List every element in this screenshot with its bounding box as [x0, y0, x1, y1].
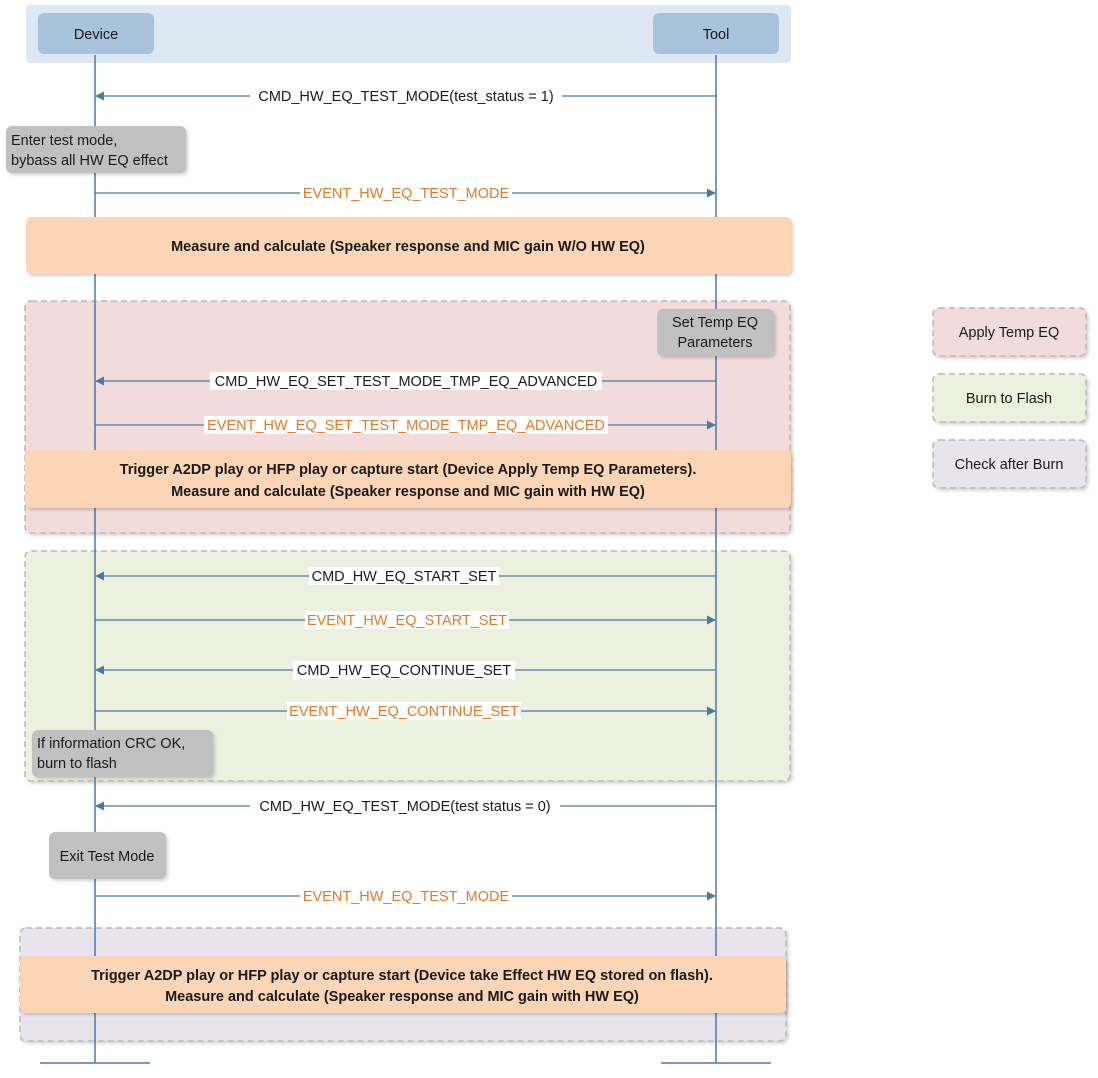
participant-device: Device: [38, 13, 154, 54]
message-event-continue-set: EVENT_HW_EQ_CONTINUE_SET: [95, 702, 716, 720]
action-text: Measure and calculate (Speaker response …: [171, 239, 645, 255]
message-cmd-test-mode-on: CMD_HW_EQ_TEST_MODE(test_status = 1): [95, 87, 716, 105]
note-line: Exit Test Mode: [60, 849, 155, 865]
message-label: CMD_HW_EQ_TEST_MODE(test_status = 1): [258, 89, 553, 105]
note-line: Parameters: [678, 335, 753, 351]
legend-label: Check after Burn: [955, 457, 1064, 473]
participant-device-label: Device: [74, 27, 118, 43]
message-label: CMD_HW_EQ_START_SET: [312, 569, 497, 585]
message-event-test-mode: EVENT_HW_EQ_TEST_MODE: [95, 184, 716, 202]
note-exit-test-mode: Exit Test Mode: [49, 832, 166, 879]
legend-label: Burn to Flash: [966, 391, 1052, 407]
message-label: EVENT_HW_EQ_START_SET: [307, 613, 507, 629]
message-label: EVENT_HW_EQ_CONTINUE_SET: [289, 704, 519, 720]
action-text: Trigger A2DP play or HFP play or capture…: [91, 968, 713, 984]
action-text: Measure and calculate (Speaker response …: [171, 484, 645, 500]
message-event-set-tmp-eq: EVENT_HW_EQ_SET_TEST_MODE_TMP_EQ_ADVANCE…: [95, 416, 716, 434]
legend-check-after-burn: Check after Burn: [932, 439, 1087, 489]
note-line: Set Temp EQ: [672, 315, 758, 331]
note-line: bybass all HW EQ effect: [11, 153, 168, 169]
note-line: burn to flash: [37, 756, 117, 772]
message-label: CMD_HW_EQ_SET_TEST_MODE_TMP_EQ_ADVANCED: [215, 374, 597, 390]
action-text: Measure and calculate (Speaker response …: [165, 989, 639, 1005]
legend-label: Apply Temp EQ: [959, 325, 1059, 341]
participant-tool: Tool: [653, 13, 779, 54]
note-enter-test-mode: Enter test mode, bybass all HW EQ effect: [6, 126, 186, 173]
message-cmd-test-mode-off: CMD_HW_EQ_TEST_MODE(test status = 0): [95, 797, 716, 815]
legend-apply-temp-eq: Apply Temp EQ: [932, 307, 1087, 357]
header-band: [26, 5, 791, 63]
action-trigger-temp-eq: Trigger A2DP play or HFP play or capture…: [25, 450, 791, 508]
message-cmd-set-tmp-eq: CMD_HW_EQ_SET_TEST_MODE_TMP_EQ_ADVANCED: [95, 372, 716, 390]
message-cmd-continue-set: CMD_HW_EQ_CONTINUE_SET: [95, 661, 716, 679]
message-label: EVENT_HW_EQ_TEST_MODE: [303, 889, 510, 905]
message-label: CMD_HW_EQ_TEST_MODE(test status = 0): [259, 799, 550, 815]
message-event-start-set: EVENT_HW_EQ_START_SET: [95, 611, 716, 629]
message-label: EVENT_HW_EQ_SET_TEST_MODE_TMP_EQ_ADVANCE…: [207, 418, 605, 434]
action-measure-without-eq: Measure and calculate (Speaker response …: [26, 217, 791, 274]
legend-burn-to-flash: Burn to Flash: [932, 373, 1087, 423]
note-set-temp-eq: Set Temp EQ Parameters: [657, 309, 774, 356]
action-text: Trigger A2DP play or HFP play or capture…: [120, 462, 697, 478]
message-label: CMD_HW_EQ_CONTINUE_SET: [297, 663, 511, 679]
participant-tool-label: Tool: [703, 27, 730, 43]
action-trigger-flash-eq: Trigger A2DP play or HFP play or capture…: [20, 956, 786, 1013]
message-event-test-mode-2: EVENT_HW_EQ_TEST_MODE: [95, 887, 716, 905]
message-cmd-start-set: CMD_HW_EQ_START_SET: [95, 567, 716, 585]
note-line: Enter test mode,: [11, 133, 117, 149]
note-line: If information CRC OK,: [37, 736, 185, 752]
note-crc-ok: If information CRC OK, burn to flash: [32, 730, 213, 777]
message-label: EVENT_HW_EQ_TEST_MODE: [303, 186, 510, 202]
